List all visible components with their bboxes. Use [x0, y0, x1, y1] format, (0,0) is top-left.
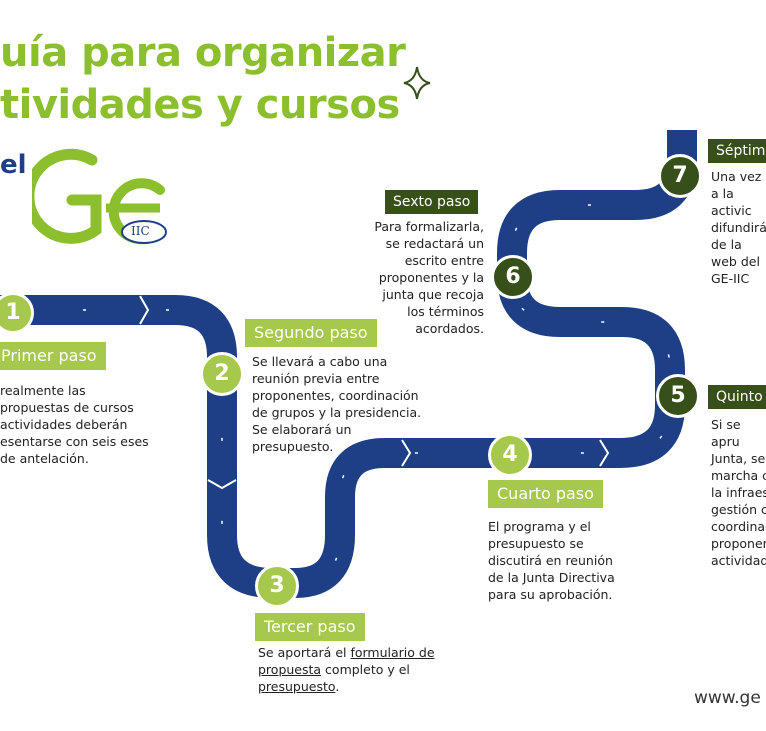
step-5-text: Si se apru Junta, se marcha c la infraes…	[711, 417, 766, 568]
step-6-text: Para formalizarla, se redactará un escri…	[374, 219, 484, 336]
step-7-circle: 7	[658, 154, 702, 198]
step-7-text: Una vez a la activic difundirá de la web…	[711, 169, 766, 286]
step-3-text-after: .	[335, 679, 340, 694]
logo-sub-text: IIC	[131, 224, 150, 238]
step-6-label: Sexto paso	[385, 190, 479, 214]
step-5-number: 5	[670, 383, 686, 408]
subtitle-fragment: el	[0, 150, 27, 180]
step-3-form-link[interactable]: formulario de propuesta	[258, 645, 435, 677]
page-title-line2: tividades y cursos	[0, 82, 400, 128]
step-2-label: Segundo paso	[245, 319, 377, 347]
ge-iic-logo: IIC	[23, 148, 172, 258]
step-7-label: Séptim	[708, 139, 766, 163]
step-3-number: 3	[269, 573, 285, 598]
step-2-circle: 2	[200, 352, 244, 396]
step-3-text: Se aportará el formulario de propuesta c…	[258, 644, 448, 695]
step-4-number: 4	[502, 442, 518, 467]
step-6-number: 6	[505, 264, 521, 289]
step-3-circle: 3	[255, 564, 299, 608]
step-2-text: Se llevará a cabo una reunión previa ent…	[252, 354, 422, 454]
step-3-label: Tercer paso	[255, 613, 365, 641]
step-4-label: Cuarto paso	[488, 480, 603, 508]
step-1-text: realmente las propuestas de cursos activ…	[0, 383, 149, 466]
step-1-circle: 1	[0, 292, 34, 334]
page-title-line1: uía para organizar	[0, 30, 406, 76]
step-1-label: Primer paso	[0, 342, 106, 370]
website-url[interactable]: www.ge	[694, 688, 761, 708]
step-4-circle: 4	[488, 433, 532, 477]
step-7-number: 7	[672, 163, 688, 188]
step-3-text-before: Se aportará el	[258, 645, 351, 660]
step-4-text: El programa y el presupuesto se discutir…	[488, 519, 615, 602]
step-1-number: 1	[5, 300, 21, 325]
step-2-number: 2	[214, 361, 230, 386]
step-6-circle: 6	[491, 255, 535, 299]
step-5-circle: 5	[656, 374, 700, 418]
step-3-budget-link[interactable]: presupuesto	[258, 679, 336, 694]
step-5-label: Quinto	[708, 385, 766, 409]
sparkle-icon	[403, 66, 431, 104]
step-3-text-middle: completo y el	[321, 662, 410, 677]
